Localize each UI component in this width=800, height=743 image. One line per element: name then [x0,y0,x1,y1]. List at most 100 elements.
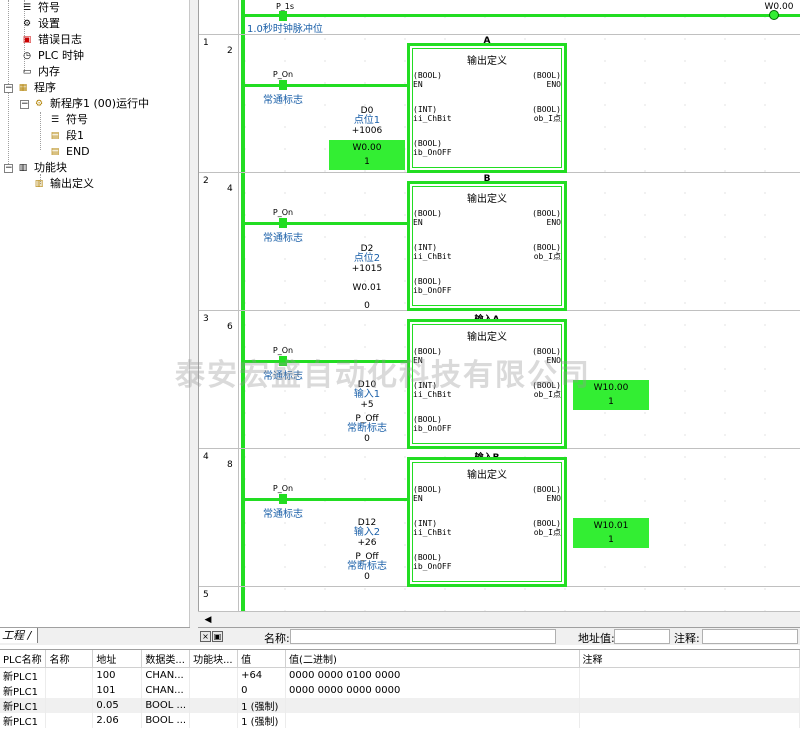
name-input[interactable] [290,629,556,644]
coil-w0-00[interactable] [769,10,779,20]
rung-number: 2 [203,176,209,186]
fb-onoff-param: P_Off 常断标志 0 [347,552,387,582]
tree-item-plc-clock[interactable]: ◷PLC 时钟 [20,48,84,64]
tree-item-symbols[interactable]: ☰符号 [20,0,60,16]
cell-fb [189,697,239,713]
cell-data-type: CHAN... [141,682,191,698]
pin-icon[interactable]: ▣ [212,631,223,642]
fb-pin-obi: (BOOL)ob_I点 [532,381,561,399]
col-data-type[interactable]: 数据类... [141,650,191,668]
col-name[interactable]: 名称 [45,650,94,668]
error-log-icon: ▣ [22,35,32,45]
tree-item-end[interactable]: ▤END [48,144,90,160]
fb-pin-chbit: (INT)ii_ChBit [413,243,452,261]
tree-item-settings[interactable]: ⚙设置 [20,16,60,32]
fb-pin-onoff: (BOOL)ib_OnOFF [413,277,452,295]
contact-name: P_On [272,208,294,217]
address-value-input[interactable] [614,629,670,644]
col-plc-name[interactable]: PLC名称 [0,650,47,668]
collapse-toggle-icon[interactable]: − [4,82,13,93]
cell-plc-name: 新PLC1 [0,712,47,728]
section-icon: ▤ [50,131,60,141]
fb-onoff-value-box[interactable]: W0.00 1 [329,140,405,170]
fb-title: 输出定义 [467,56,507,67]
fb-pin-en: (BOOL)EN [413,209,442,227]
tree-item-programs[interactable]: − ▦程序 [4,81,56,94]
table-row[interactable]: 新PLC1 0.05 BOOL ... 1 (强制) [0,697,800,713]
watch-header-row: PLC名称 名称 地址 数据类... 功能块... 值 值(二进制) 注释 [0,650,800,668]
fb-pin-onoff: (BOOL)ib_OnOFF [413,139,452,157]
tree-item-function-blocks[interactable]: − ▥功能块 [4,161,67,174]
watch-window: PLC名称 名称 地址 数据类... 功能块... 值 值(二进制) 注释 新P… [0,649,800,743]
rung-number: 4 [203,452,209,462]
rung-wire [245,222,409,225]
tree-item-section-1[interactable]: ▤段1 [48,128,84,144]
cell-name [45,682,94,698]
fb-pin-en: (BOOL)EN [413,71,442,89]
fb-pin-chbit: (INT)ii_ChBit [413,381,452,399]
fb-pin-en: (BOOL)EN [413,347,442,365]
cell-address: 100 [92,667,143,683]
tree-item-output-definition[interactable]: ▥输出定义 [32,176,94,192]
function-block-a[interactable]: 输出定义 (BOOL)EN (BOOL)ENO (INT)ii_ChBit (B… [407,43,567,173]
col-fb[interactable]: 功能块... [189,650,239,668]
collapse-toggle-icon[interactable]: − [4,162,13,173]
tree-item-memory[interactable]: ▭内存 [20,64,60,80]
fb-pin-eno: (BOOL)ENO [532,485,561,503]
fb-pin-eno: (BOOL)ENO [532,347,561,365]
horizontal-scrollbar[interactable]: ◀ [198,611,800,627]
tree-tab-bar: 工程 / [0,627,190,643]
tab-project[interactable]: 工程 / [0,628,39,643]
fb-output-value-box[interactable]: W10.00 1 [573,380,649,410]
comment-input[interactable] [702,629,798,644]
table-row[interactable]: 新PLC1 2.06 BOOL ... 1 (强制) [0,712,800,728]
tree-item-program-symbols[interactable]: ☰符号 [48,112,88,128]
program-icon: ⚙ [34,99,44,109]
coil-name: W0.00 [764,2,794,12]
cell-name [45,667,94,683]
close-icon[interactable]: × [200,631,211,642]
line-number: 2 [227,46,233,56]
cell-data-type: CHAN... [141,667,191,683]
col-value-binary[interactable]: 值(二进制) [285,650,580,668]
col-address[interactable]: 地址 [92,650,143,668]
tree-item-new-program-1[interactable]: − ⚙新程序1 (00)运行中 [20,97,150,110]
rung-number: 5 [203,590,209,600]
fb-definition-icon: ▥ [34,179,44,189]
cell-data-type: BOOL ... [141,712,191,728]
collapse-toggle-icon[interactable]: − [20,98,29,109]
rung-number: 3 [203,314,209,324]
cell-comment [579,667,800,683]
line-number: 4 [227,184,233,194]
project-tree[interactable]: ☰符号 ⚙设置 ▣错误日志 ◷PLC 时钟 ▭内存 − ▦程序 − ⚙新程序1 … [0,0,190,627]
programs-icon: ▦ [18,83,28,93]
fb-onoff-param: P_Off 常断标志 0 [347,414,387,444]
rung-divider [199,34,800,35]
col-value[interactable]: 值 [237,650,287,668]
fb-pin-obi: (BOOL)ob_I点 [532,105,561,123]
cell-value-binary: 0000 0000 0100 0000 [285,667,580,683]
fb-title: 输出定义 [467,470,507,481]
cell-address: 101 [92,682,143,698]
scroll-left-icon[interactable]: ◀ [204,615,212,625]
fb-pin-obi: (BOOL)ob_I点 [532,519,561,537]
col-comment[interactable]: 注释 [579,650,800,668]
fb-input-param: D12 输入2 +26 [353,518,381,548]
table-row[interactable]: 新PLC1 100 CHAN... +64 0000 0000 0100 000… [0,667,800,683]
table-row[interactable]: 新PLC1 101 CHAN... 0 0000 0000 0000 0000 [0,682,800,698]
rung-wire [245,360,409,363]
splitter[interactable] [190,0,198,645]
address-value-label: 地址值: [578,632,615,645]
function-block-b[interactable]: 输出定义 (BOOL)EN (BOOL)ENO (INT)ii_ChBit (B… [407,181,567,311]
fb-pin-eno: (BOOL)ENO [532,209,561,227]
fb-onoff-param: W0.01 0 [352,283,382,311]
rung-number: 1 [203,38,209,48]
fb-output-value-box[interactable]: W10.01 1 [573,518,649,548]
function-block-input-b[interactable]: 输出定义 (BOOL)EN (BOOL)ENO (INT)ii_ChBit (B… [407,457,567,587]
ladder-editor[interactable]: P_1s 1.0秒时钟脉冲位 W0.00 1 2 A P_On 常通标志 D0 … [198,0,800,611]
function-block-input-a[interactable]: 输出定义 (BOOL)EN (BOOL)ENO (INT)ii_ChBit (B… [407,319,567,449]
cell-name [45,712,94,728]
cell-value-binary: 0000 0000 0000 0000 [285,682,580,698]
contact-comment: 常通标志 [263,509,303,520]
tree-item-error-log[interactable]: ▣错误日志 [20,32,82,48]
